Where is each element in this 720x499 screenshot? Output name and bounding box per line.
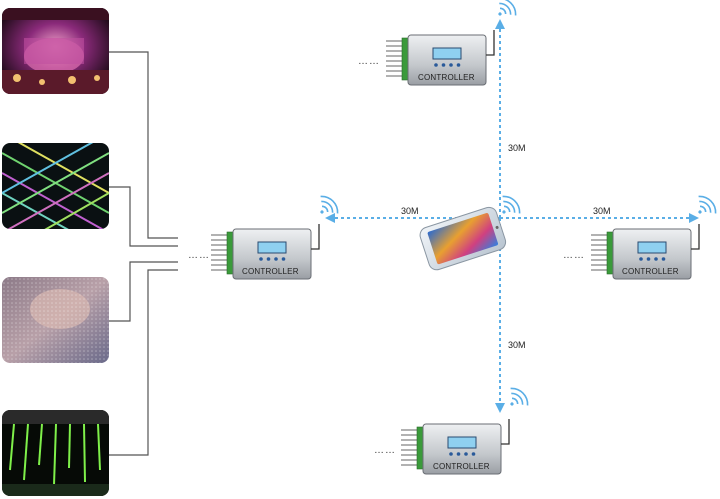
- wifi-icon-right: [689, 191, 720, 223]
- wireless-links: [325, 19, 699, 413]
- photo-wires: [109, 51, 178, 456]
- right-controller-label: CONTROLLER: [622, 267, 679, 276]
- main-controller-device: [211, 224, 320, 280]
- distance-label-up: 30M: [508, 143, 526, 153]
- led-tubes-photo: [2, 410, 109, 496]
- right-controller-device: [591, 224, 700, 280]
- wifi-icon-bottom: [501, 383, 533, 415]
- wifi-icon-top: [489, 0, 521, 25]
- led-screen-photo: [2, 277, 109, 363]
- right-controller-ellipsis: ……: [563, 250, 585, 261]
- distance-label-down: 30M: [508, 340, 526, 350]
- main-controller-label: CONTROLLER: [242, 267, 299, 276]
- main-controller-ellipsis: ……: [188, 250, 210, 261]
- club-stage-photo: [2, 8, 109, 94]
- bottom-controller-label: CONTROLLER: [433, 462, 490, 471]
- controllers: [211, 30, 700, 475]
- top-controller-device: [386, 30, 495, 86]
- smartphone-icon: [419, 206, 507, 271]
- distance-label-right: 30M: [593, 206, 611, 216]
- bottom-controller-device: [401, 419, 510, 475]
- top-controller-label: CONTROLLER: [418, 73, 475, 82]
- bottom-controller-ellipsis: ……: [374, 445, 396, 456]
- distance-label-left: 30M: [401, 206, 419, 216]
- top-controller-ellipsis: ……: [358, 56, 380, 67]
- led-mesh-photo: [2, 143, 109, 229]
